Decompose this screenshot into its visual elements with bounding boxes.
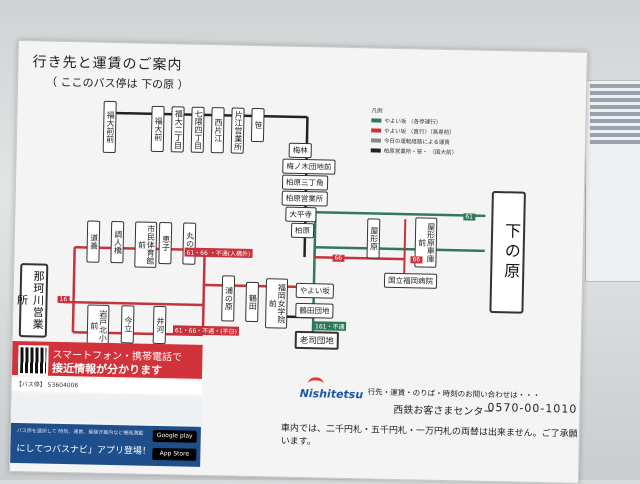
legend-item-2: やよい坂 〈直行〉（高専前） [384,128,455,137]
stop-l6: 岩戸北小前 [86,304,110,347]
legend-title: 凡例 [371,108,383,115]
stop-shimonohara: 下の原 [489,190,526,314]
app-banner-text: にしてつバスナビ」アプリ登場！ [16,444,152,457]
stop-l2: 調人橋 [110,220,125,264]
customer-center: 西鉄お客さまセンター [393,404,494,419]
stop-naka-1: 七隈四丁目 [190,106,205,153]
bus-stop-code: 53604006 [47,381,79,390]
stop-l7: 今立 [120,305,135,344]
fare-label-2: 61・66・不通・(平日) [172,325,239,336]
stop-top-last: 笹 [250,107,265,143]
stop-m2: 鶴田 [245,281,259,323]
stop-m1: 浦の原 [221,275,235,322]
legend-item-4: 柏原営業所・笹・ 〈国大前〉 [383,148,458,157]
fare-label-1: 61・66 ・不通(入構外) [184,247,253,258]
phone-number: 0570-00-1010 [487,400,578,416]
smartphone-info-panel: スマートフォン・携帯電話で 接近情報が分かります 【バス停】 53604006 … [10,340,203,475]
stop-fukudai-maemae: 福大前前 [102,100,117,154]
stop-rougou: 老司団地 [294,330,339,350]
smartphone-subtitle: 接近情報が分かります [51,361,163,378]
contact-text: 行先・運賃・のりば・時刻のお問い合わせは・・・ [367,387,541,401]
stop-hospital: 国立福岡病院 [383,272,438,289]
info-band [11,392,202,425]
stop-naka-2: 西片江 [210,107,225,154]
stop-l5: 丸の口 [182,222,197,265]
fare-label-6: 161・不通 [312,321,347,331]
app-note: バス停を選択して 時刻、運賃、乗継ぎ案内など機能満載 [16,428,144,437]
app-store-badge[interactable]: App Store [152,447,197,461]
stop-yayoi: やよい坂 [295,282,334,299]
stop-fukudai-mae: 福大前 [150,105,165,153]
bus-stop-code-label: 【バス停】 [15,381,46,389]
stop-naka-3: 片江営業所 [230,107,245,154]
stop-tsuruta: 鶴田団地 [295,302,334,319]
stop-c1: 梅林 [288,142,312,159]
stop-c5: 大平寺 [285,206,317,223]
stop-c3: 柏原三丁角 [281,174,328,191]
stop-r1: 屋形原 [366,218,381,259]
fare-label-5: 61 [463,213,476,221]
qr-code-icon [17,345,49,376]
bus-stop-code-row: 【バス停】 53604006 [11,376,202,395]
stop-nakagawa: 那珂川営業所 [15,263,49,338]
stop-c4: 柏原営業所 [281,190,328,207]
stop-l4: 恵子 [158,221,173,265]
stop-c2: 梅ノ木団地前 [282,158,336,175]
legend: 凡例 やよい坂 〈各停運行〉 やよい坂 〈直行〉（高専前） 今日の運転経路による… [370,106,500,159]
fare-label-4: 66 [410,256,423,264]
legend-item-3: 今日の運転経路による運賃 [383,138,450,147]
stop-l1: 道善 [86,220,101,263]
change-notice: 車内では、二千円札・五千円札・一万円札の両替は出来ません。ご了承願います。 [280,423,578,448]
stop-l8: 井河 [152,305,167,345]
stop-m3: 福岡女学院前 [265,278,288,329]
side-timetable-sheet [585,80,640,282]
fare-label-3: 66 [332,254,345,262]
route-fare-sheet: 行き先と運賃のご案内 （ ここのバス停は 下の原 ） 福大前前 福大前 福大二丁… [8,40,588,484]
app-banner: バス停を選択して 時刻、運賃、乗継ぎ案内など機能満載 にしてつバスナビ」アプリ登… [10,422,201,467]
stop-l3: 市民体育館前 [134,221,157,268]
google-play-badge[interactable]: Google play [152,429,197,443]
brand-logo: Nishitetsu [299,386,364,402]
qr-banner: スマートフォン・携帯電話で 接近情報が分かります [11,340,203,379]
stop-c6: 柏原 [290,222,315,239]
stop-fukudai-ni: 福大二丁目 [170,106,185,153]
fare-label-7: 16 [57,295,70,304]
legend-item-1: やよい坂 〈各停運行〉 [384,118,442,126]
